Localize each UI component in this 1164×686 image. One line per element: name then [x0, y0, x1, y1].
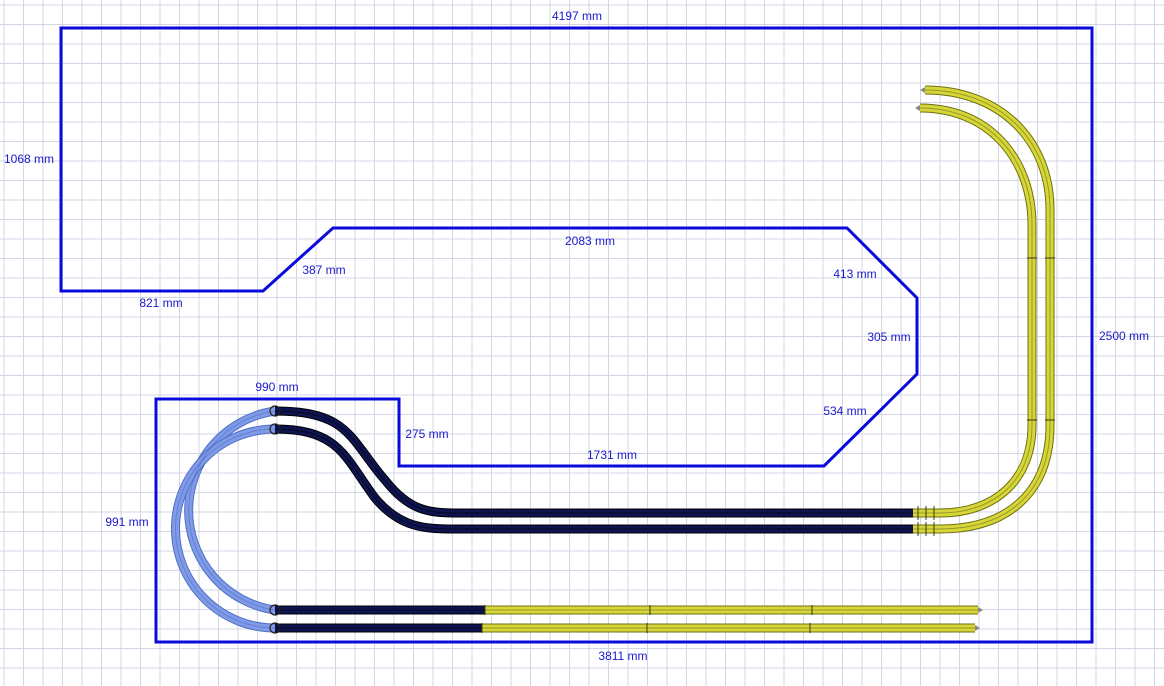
dim-top-width: 4197 mm: [552, 9, 602, 23]
dim-diag-right-lower: 534 mm: [823, 404, 866, 418]
dim-right-notch: 305 mm: [867, 330, 910, 344]
dim-left-height: 1068 mm: [4, 152, 54, 166]
dim-ledge-width: 821 mm: [139, 296, 182, 310]
s-curve-outer-track-centerline: [274, 410, 913, 514]
dimension-labels: 4197 mm 1068 mm 821 mm 387 mm 2083 mm 41…: [4, 9, 1149, 663]
track-end-arrow-1: [975, 625, 980, 631]
dim-diag-left: 387 mm: [302, 263, 345, 277]
rail-joints: [481, 257, 1055, 633]
track-end-ring-1: [269, 423, 281, 435]
track-end-ring-2: [269, 604, 281, 616]
dim-diag-right-upper: 413 mm: [833, 267, 876, 281]
dim-inner-bottom: 1731 mm: [587, 448, 637, 462]
right-curve-outer-track-edge: [913, 103, 1037, 518]
track-end-ring-3: [269, 622, 281, 634]
s-curve-inner-track-centerline: [274, 428, 913, 530]
baseboard-outline: [59, 26, 1094, 644]
track-layout: [171, 85, 1055, 633]
track-end-markers: [269, 87, 983, 634]
track-end-arrow-2: [915, 105, 920, 111]
track-end-ring-0: [269, 405, 281, 417]
return-loop-inner-track-centerline: [175, 428, 276, 629]
dim-bottom-width: 3811 mm: [598, 649, 647, 663]
return-loop-outer-track-centerline: [188, 410, 276, 611]
dim-lower-top: 990 mm: [255, 380, 298, 394]
right-curve-outer-track[interactable]: [913, 104, 1036, 517]
right-curve-outer-track-centerline: [913, 107, 1033, 514]
dim-step-height: 275 mm: [405, 427, 448, 441]
dim-right-height: 2500 mm: [1099, 329, 1149, 343]
dim-lower-left-height: 991 mm: [105, 515, 148, 529]
dim-inner-top: 2083 mm: [565, 234, 615, 248]
track-end-arrow-0: [978, 607, 983, 613]
track-end-arrow-3: [920, 87, 925, 93]
right-curve-inner-track-centerline: [913, 89, 1051, 530]
